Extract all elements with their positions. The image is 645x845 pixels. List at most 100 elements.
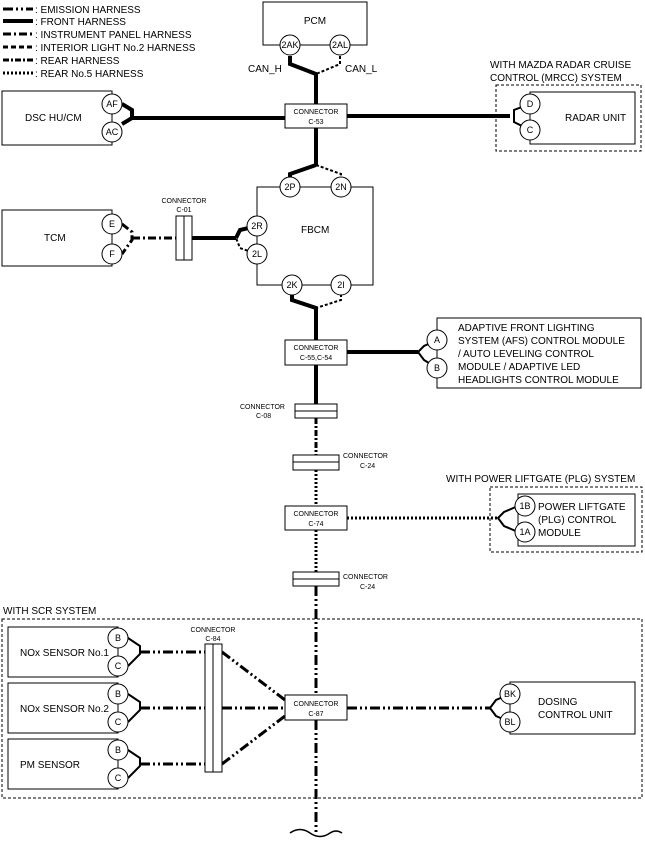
plg-group-label: WITH POWER LIFTGATE (PLG) SYSTEM xyxy=(446,474,635,485)
radar-pin-d xyxy=(519,93,541,115)
connector-c24-upper[interactable]: CONNECTOR C-24 xyxy=(292,453,388,471)
radar-label: RADAR UNIT xyxy=(565,113,626,124)
connector-c74[interactable]: CONNECTOR C-74 xyxy=(284,505,348,531)
afs-module[interactable]: ADAPTIVE FRONT LIGHTING SYSTEM (AFS) CON… xyxy=(426,317,642,389)
tcm-pin-f xyxy=(101,243,123,265)
nox1-pin-c-label: C xyxy=(115,661,122,671)
wire-plg-pins xyxy=(496,505,519,533)
pcm-label: PCM xyxy=(304,16,326,27)
fbcm-pin-2l-label: 2L xyxy=(252,249,262,259)
nox1-label: NOx SENSOR No.1 xyxy=(20,648,109,659)
fbcm-pin-2k xyxy=(281,274,303,296)
legend-label-instrument: : INSTRUMENT PANEL HARNESS xyxy=(35,30,192,41)
dsc-module[interactable]: DSC HU/CM AF AC xyxy=(1,90,123,146)
plg-group-frame xyxy=(489,486,643,553)
c24b-word: CONNECTOR xyxy=(343,574,388,581)
fbcm-pin-2l xyxy=(246,243,268,265)
plg-line1: POWER LIFTGATE xyxy=(538,502,626,513)
c84-word: CONNECTOR xyxy=(191,627,236,634)
break-symbol xyxy=(289,828,343,838)
nox2-module[interactable]: NOx SENSOR No.2 B C xyxy=(7,682,129,734)
nox2-pin-c-label: C xyxy=(115,717,122,727)
afs-line2: SYSTEM (AFS) CONTROL MODULE xyxy=(458,336,625,347)
c53-word: CONNECTOR xyxy=(294,109,339,116)
pm-pin-c-label: C xyxy=(115,773,122,783)
dsc-label: DSC HU/CM xyxy=(25,113,82,124)
radar-pin-c-label: C xyxy=(527,125,534,135)
plg-pin-1b xyxy=(514,495,536,517)
radar-module[interactable]: RADAR UNIT D C xyxy=(519,91,636,145)
wire-nox1-pins xyxy=(127,637,141,667)
connector-c55-c54[interactable]: CONNECTOR C-55,C-54 xyxy=(284,339,348,366)
nox1-pin-b-label: B xyxy=(115,633,121,643)
dosing-pin-bk xyxy=(499,683,521,705)
wire-fbcm-2k xyxy=(290,294,318,340)
can-h-label: CAN_H xyxy=(248,64,282,75)
c24a-id: C-24 xyxy=(360,463,375,470)
plg-pin-1b-label: 1B xyxy=(519,501,530,511)
nox1-pin-c xyxy=(107,655,129,677)
fbcm-pin-2p-label: 2P xyxy=(284,182,295,192)
connector-c24-lower[interactable]: CONNECTOR C-24 xyxy=(292,571,388,591)
connector-c87[interactable]: CONNECTOR C-87 xyxy=(284,694,348,721)
pcm-pin-2al xyxy=(329,34,351,56)
plg-module[interactable]: POWER LIFTGATE (PLG) CONTROL MODULE 1B 1… xyxy=(514,493,636,547)
pcm-pin-2ak xyxy=(279,34,301,56)
fbcm-pin-2r xyxy=(246,215,268,237)
can-l-label: CAN_L xyxy=(345,64,378,75)
wire-tcm-pins xyxy=(120,222,134,255)
c55-id: C-55,C-54 xyxy=(300,355,332,362)
afs-pin-a-label: A xyxy=(434,335,440,345)
legend-label-emission: : EMISSION HARNESS xyxy=(35,5,141,16)
tcm-pin-e-label: E xyxy=(109,219,115,229)
fbcm-pin-2i-label: 2I xyxy=(337,280,345,290)
c74-id: C-74 xyxy=(308,521,323,528)
dosing-pin-bk-label: BK xyxy=(504,689,516,699)
dosing-line2: CONTROL UNIT xyxy=(538,710,613,721)
tcm-pin-f-label: F xyxy=(109,249,115,259)
pm-pin-b xyxy=(107,739,129,761)
pm-module[interactable]: PM SENSOR B C xyxy=(7,738,129,790)
c08-id: C-08 xyxy=(256,413,271,420)
dosing-line1: DOSING xyxy=(538,697,578,708)
nox1-pin-b xyxy=(107,627,129,649)
fbcm-pin-2i xyxy=(330,274,352,296)
dsc-pin-af-label: AF xyxy=(106,99,118,109)
pcm-module[interactable]: PCM 2AK 2AL xyxy=(262,1,368,56)
afs-line1: ADAPTIVE FRONT LIGHTING xyxy=(458,323,595,334)
c87-id: C-87 xyxy=(308,711,323,718)
wire-dsc-pins xyxy=(120,102,134,126)
afs-pin-b xyxy=(426,357,448,379)
pcm-pin-2al-label: 2AL xyxy=(332,40,348,50)
connector-c08[interactable]: CONNECTOR C-08 xyxy=(240,403,338,420)
wire-can-l-pcm xyxy=(315,56,341,75)
radar-group-line2: CONTROL (MRCC) SYSTEM xyxy=(490,73,622,84)
connector-c53[interactable]: CONNECTOR C-53 xyxy=(284,103,348,129)
pcm-pin-2ak-label: 2AK xyxy=(281,40,298,50)
plg-line3: MODULE xyxy=(538,528,581,539)
dosing-module[interactable]: DOSING CONTROL UNIT BK BL xyxy=(499,681,636,735)
wire-can-h-pcm xyxy=(288,56,318,104)
c87-word: CONNECTOR xyxy=(294,701,339,708)
nox2-pin-c xyxy=(107,711,129,733)
dosing-pin-bl-label: BL xyxy=(504,717,515,727)
fbcm-pin-2k-label: 2K xyxy=(286,280,297,290)
nox1-module[interactable]: NOx SENSOR No.1 B C xyxy=(7,626,129,678)
radar-group-line1: WITH MAZDA RADAR CRUISE xyxy=(490,60,631,71)
afs-pin-a xyxy=(426,329,448,351)
c74-word: CONNECTOR xyxy=(294,511,339,518)
radar-pin-c xyxy=(519,119,541,141)
c24a-word: CONNECTOR xyxy=(343,453,388,460)
legend-label-interior-light: : INTERIOR LIGHT No.2 HARNESS xyxy=(35,43,196,54)
connector-c01[interactable]: CONNECTOR C-01 xyxy=(162,198,207,261)
tcm-pin-e xyxy=(101,213,123,235)
fbcm-module[interactable]: FBCM 2P 2N 2R 2L 2K 2I xyxy=(246,176,374,296)
legend: : EMISSION HARNESS : FRONT HARNESS : INS… xyxy=(3,5,196,80)
fbcm-pin-2n-label: 2N xyxy=(335,182,347,192)
tcm-module[interactable]: TCM E F xyxy=(1,209,123,267)
tcm-label: TCM xyxy=(44,233,66,244)
afs-line3: / AUTO LEVELING CONTROL xyxy=(458,349,594,360)
connector-c84[interactable]: CONNECTOR C-84 xyxy=(191,627,236,773)
c24b-id: C-24 xyxy=(360,584,375,591)
